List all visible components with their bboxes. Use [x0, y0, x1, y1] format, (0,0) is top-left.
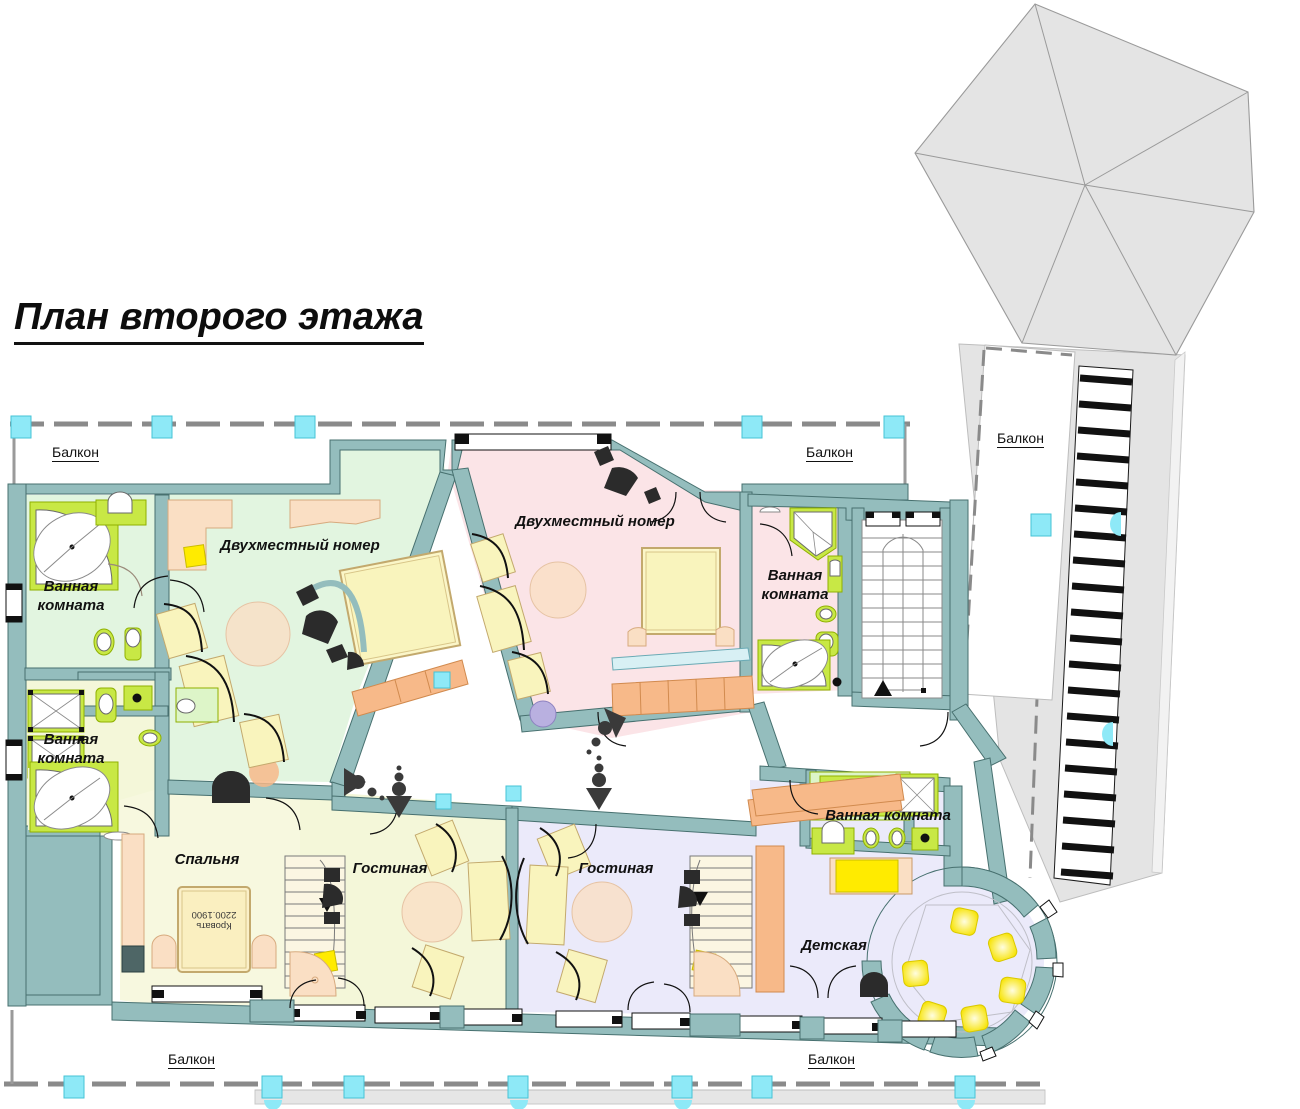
page-title: План второго этажа — [14, 296, 424, 345]
balcony-label-bottom-right: Балкон — [808, 1051, 855, 1069]
direction-markers — [344, 708, 626, 818]
balcony-post — [1030, 513, 1052, 537]
windows — [5, 433, 957, 1043]
furniture-living-left — [401, 819, 513, 1000]
room-label-bathroom-lower-right: Ванная комната — [825, 807, 951, 824]
room-label-living-room-left: Гостиная — [352, 860, 428, 877]
hexagonal-roof — [914, 3, 1255, 356]
corridor-cabinet — [751, 773, 905, 817]
furniture-living-right — [515, 823, 753, 1004]
balcony-post-round — [1102, 722, 1113, 746]
balcony-label-top-left: Балкон — [52, 444, 99, 462]
turret — [860, 866, 1064, 1062]
room-label-bathroom-right: Ванная комната — [761, 567, 829, 603]
main-staircase — [861, 511, 943, 699]
room-label-kids-room: Детская — [801, 937, 867, 954]
corridor-window-marker — [435, 793, 452, 810]
bed-dimension-label: Кровать 2200.1900 — [191, 908, 237, 931]
room-label-living-room-right: Гостиная — [578, 860, 654, 877]
balcony-label-top-right: Балкон — [806, 444, 853, 462]
balcony-post-round — [1110, 512, 1121, 536]
bottom-balcony-drip — [264, 1100, 975, 1109]
furniture-left-double-room — [155, 499, 469, 802]
balcony-label-stairs: Балкон — [997, 430, 1044, 448]
furniture-pink-double-room — [470, 446, 755, 728]
room-label-double-room-left: Двухместный номер — [220, 537, 380, 554]
balcony-label-bottom-left: Балкон — [168, 1051, 215, 1069]
bathroom-fixtures-left — [27, 491, 162, 841]
room-label-double-room-right: Двухместный номер — [515, 513, 675, 530]
bathroom-fixtures-right — [757, 506, 843, 691]
furniture-bedroom — [121, 771, 277, 973]
room-label-bathroom-mid-left: Ванная комната — [37, 731, 105, 767]
room-label-bedroom: Спальня — [174, 851, 240, 868]
corridor-window-marker — [505, 785, 522, 802]
door-swings — [107, 491, 949, 1013]
bottom-balcony-posts — [63, 1075, 976, 1099]
top-balcony-posts — [10, 415, 905, 439]
room-label-bathroom-top-left: Ванная комната — [37, 578, 105, 614]
internal-stairs-bedroom — [284, 855, 346, 997]
